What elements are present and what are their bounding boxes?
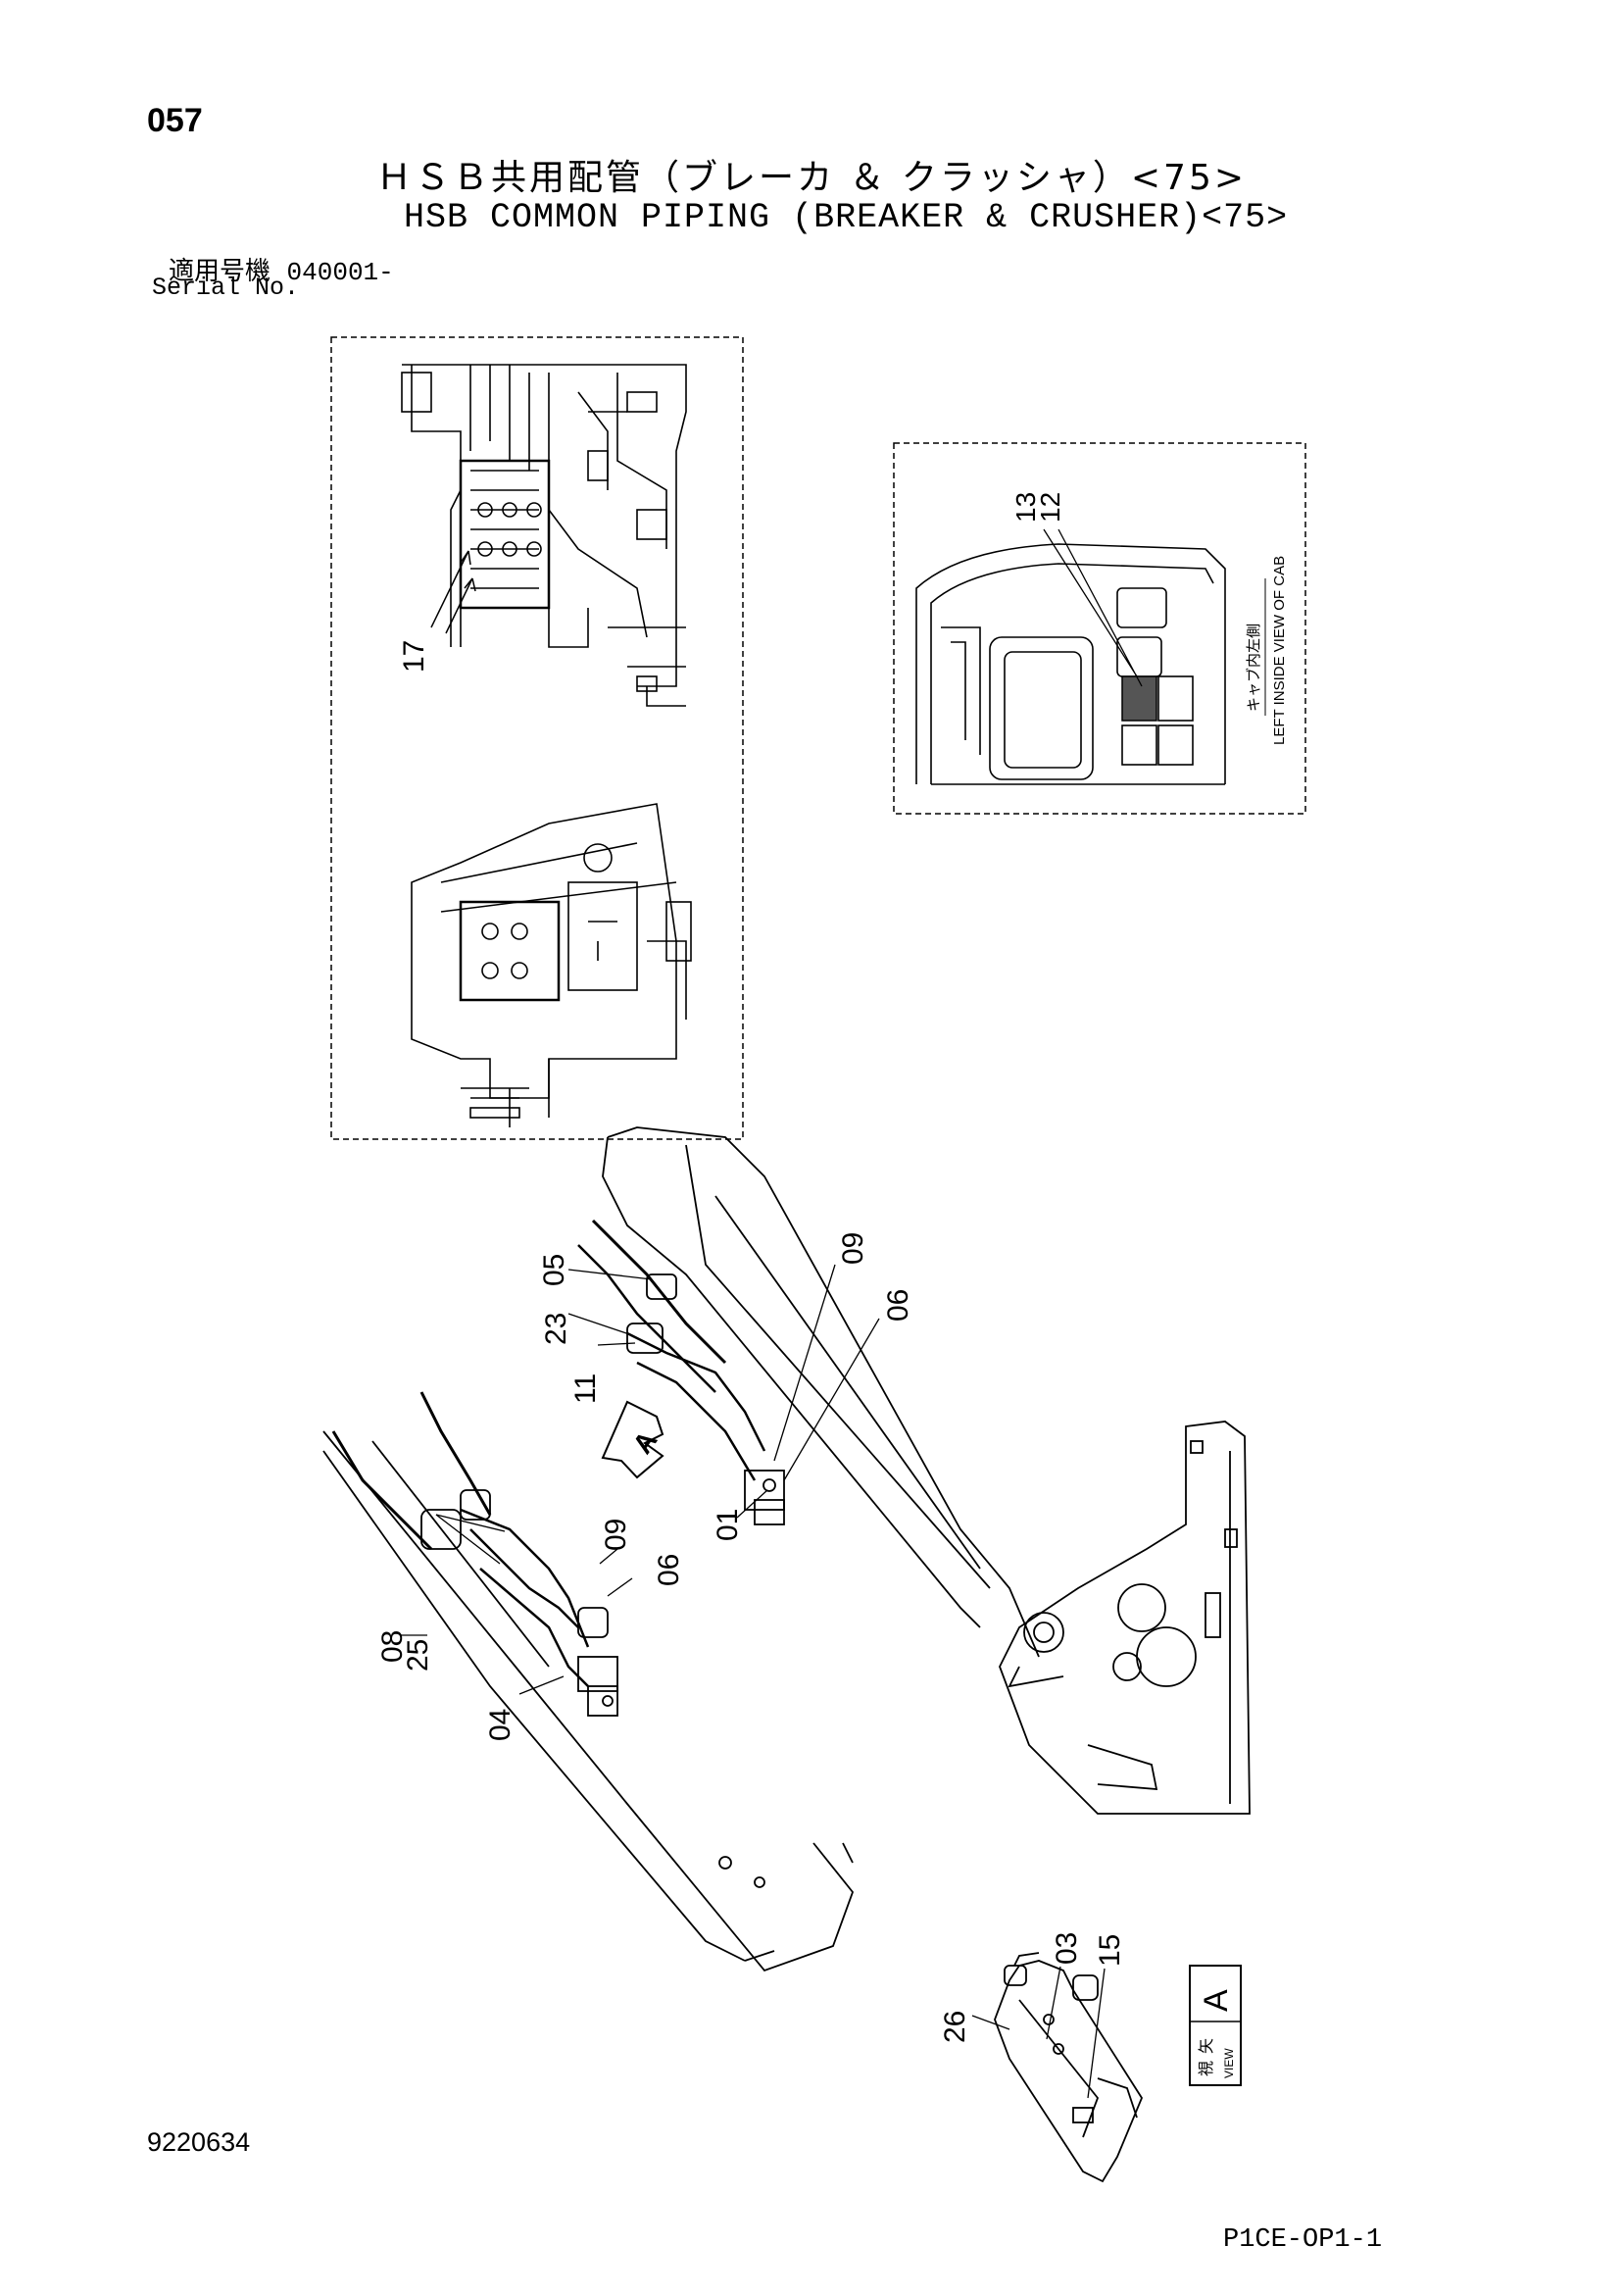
view-a-arrow <box>601 1400 664 1479</box>
callout-09-boom: 09 <box>837 1232 869 1265</box>
callout-23: 23 <box>540 1313 572 1345</box>
inset-cab <box>893 442 1306 815</box>
main-boom-view <box>322 1126 1251 1972</box>
view-a-detail <box>994 1952 1144 2183</box>
callout-17: 17 <box>398 640 430 673</box>
view-a-leaders <box>971 1966 1106 2099</box>
callout-01: 01 <box>712 1509 744 1541</box>
serial-label-english: Serial No. <box>152 274 300 302</box>
callout-15: 15 <box>1094 1934 1126 1967</box>
view-a-jp-2: 視 <box>1197 2061 1215 2076</box>
leader-lines <box>435 1264 880 1695</box>
page-title-japanese: ＨＳＢ共用配管（ブレーカ ＆ クラッシャ）<75> <box>376 158 1248 198</box>
callout-05: 05 <box>538 1254 570 1286</box>
view-a-en: VIEW <box>1222 2048 1236 2078</box>
view-a-letter: A <box>1198 1989 1235 2012</box>
serial-label-jp-text: 適用号機 <box>169 257 271 286</box>
callout-11: 11 <box>569 1373 602 1404</box>
serial-value: 040001- <box>286 258 394 287</box>
callout-13: 13 <box>1010 492 1041 523</box>
serial-label-japanese: 適用号機 040001- <box>169 251 394 287</box>
view-a-arrow-letter: A <box>627 1425 664 1459</box>
cab-label-english: LEFT INSIDE VIEW OF CAB <box>1271 556 1288 745</box>
callout-06-boom: 06 <box>882 1289 914 1322</box>
view-a-jp-1: 矢 <box>1197 2038 1215 2054</box>
callout-25: 25 <box>402 1639 434 1672</box>
cab-label-japanese: キャブ内左側 <box>1245 624 1262 712</box>
page-code: P1CE-OP1-1 <box>1223 2225 1383 2255</box>
callout-09-arm: 09 <box>600 1519 632 1551</box>
inset-top-overview <box>330 336 744 1140</box>
callout-06-arm: 06 <box>653 1554 685 1586</box>
page-title-english: HSB COMMON PIPING (BREAKER & CRUSHER)<75… <box>404 198 1289 237</box>
callout-26: 26 <box>939 2011 971 2043</box>
view-a-label-box <box>1189 1965 1242 2086</box>
callout-12: 12 <box>1035 492 1065 523</box>
callout-04: 04 <box>484 1709 516 1741</box>
document-number: 9220634 <box>147 2127 251 2157</box>
callout-03: 03 <box>1051 1932 1083 1965</box>
page-number: 057 <box>147 102 203 139</box>
